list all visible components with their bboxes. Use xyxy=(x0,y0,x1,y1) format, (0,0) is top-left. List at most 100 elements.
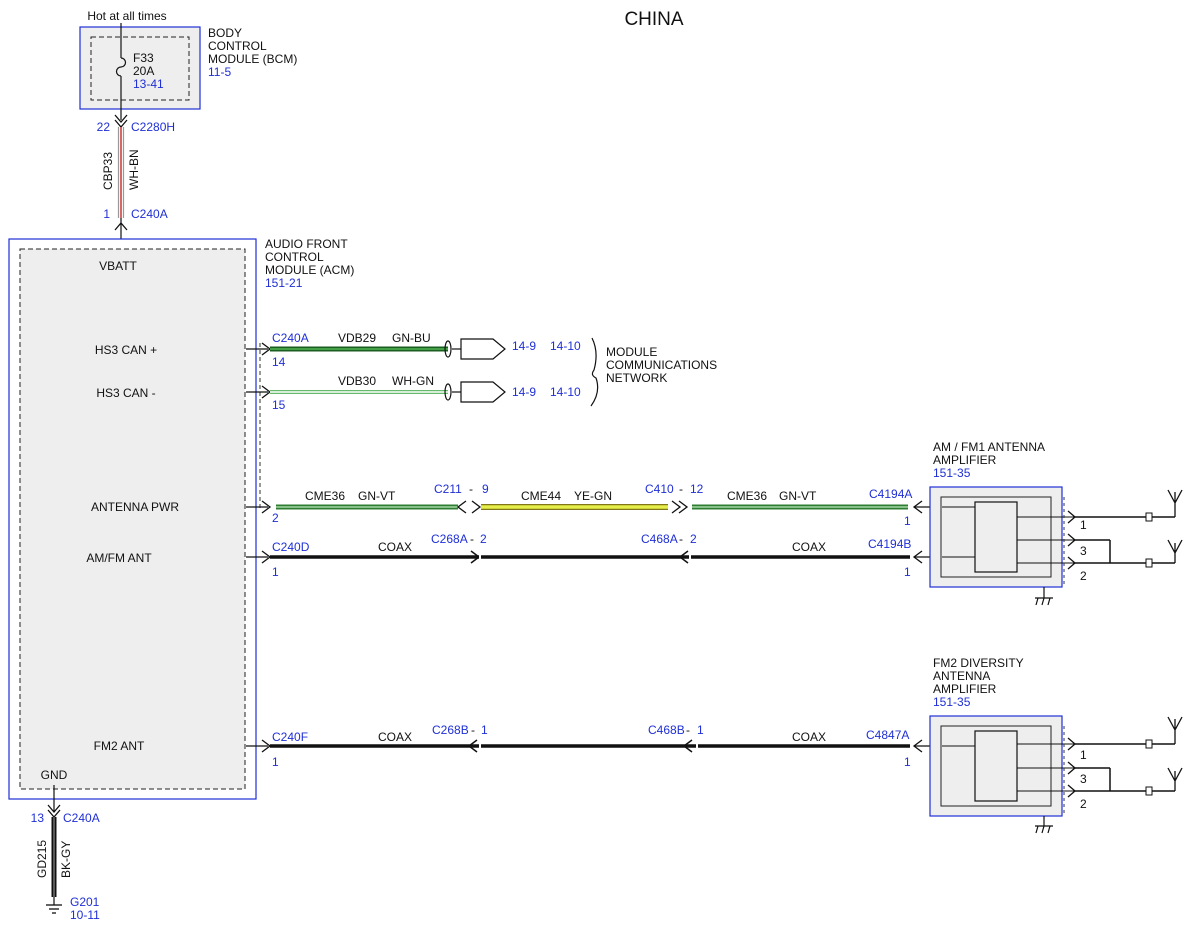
hot-at-all-times-label: Hot at all times xyxy=(87,9,166,23)
amp1-terminal-icon-2 xyxy=(1145,558,1153,568)
vdb29-circuit: VDB29 xyxy=(338,331,376,345)
c2280h-pin: 22 xyxy=(97,120,111,134)
wh-gn-color: WH-GN xyxy=(392,374,434,388)
cbp33-circuit: CBP33 xyxy=(101,152,115,190)
c211-connector-icon-2 xyxy=(471,500,482,514)
fm2-coax-left: COAX xyxy=(378,730,412,744)
can-minus-ref-a: 14-9 xyxy=(512,385,536,399)
can-plus-ref-b: 14-10 xyxy=(550,339,581,353)
amp2-name-line-3: AMPLIFIER xyxy=(933,682,997,696)
pin-antenna-pwr: ANTENNA PWR xyxy=(91,500,179,514)
acm-ref: 151-21 xyxy=(265,276,303,290)
antenna-pwr-connector-icon xyxy=(261,500,272,514)
pin-hs3-can-plus: HS3 CAN + xyxy=(95,343,157,357)
network-line-2: COMMUNICATIONS xyxy=(606,358,717,372)
antenna-icon-4 xyxy=(1167,767,1183,791)
diagram-title: CHINA xyxy=(624,9,683,30)
page-reference-arrow-icon xyxy=(460,338,506,360)
amp1-terminal-icon xyxy=(1145,512,1153,522)
network-line-1: MODULE xyxy=(606,345,657,359)
pin-amfm-ant: AM/FM ANT xyxy=(86,551,152,565)
bcm-name-line-1: BODY xyxy=(208,26,242,40)
can-plus-ref-a: 14-9 xyxy=(512,339,536,353)
amp1-pin-3: 3 xyxy=(1080,544,1087,558)
antenna-pwr-seg1-circuit: CME36 xyxy=(305,489,345,503)
amp1-ref: 151-35 xyxy=(933,466,971,480)
acm-name-line-2: CONTROL xyxy=(265,250,324,264)
amp2-pin-2: 2 xyxy=(1080,797,1087,811)
wh-bn-color: WH-BN xyxy=(127,149,141,190)
fuse-id: F33 xyxy=(133,51,154,65)
amfm-coax-right: COAX xyxy=(792,540,826,554)
c211-pin: 9 xyxy=(482,482,489,496)
c268a-pin: 2 xyxy=(480,532,487,546)
amp2-terminal-icon xyxy=(1145,739,1153,749)
amp2-ref: 151-35 xyxy=(933,695,971,709)
amp2-name-line-2: ANTENNA xyxy=(933,669,990,683)
c4194b-pin: 1 xyxy=(904,565,911,579)
can-connector-id: C240A xyxy=(272,331,309,345)
antenna-pwr-seg3-circuit: CME36 xyxy=(727,489,767,503)
twisted-pair-icon xyxy=(444,340,452,358)
brace-icon xyxy=(590,337,599,407)
pin-fm2-ant: FM2 ANT xyxy=(94,739,145,753)
c211-connector-icon xyxy=(456,500,467,514)
pin-gnd: GND xyxy=(41,768,68,782)
c4194b-id: C4194B xyxy=(868,537,911,551)
can-minus-ref-b: 14-10 xyxy=(550,385,581,399)
c4194a-id: C4194A xyxy=(869,487,912,501)
c240d-id: C240D xyxy=(272,540,310,554)
amp2-amplifier-icon xyxy=(974,730,1018,802)
amp2-terminal-icon-2 xyxy=(1145,786,1153,796)
amp2-name-line-1: FM2 DIVERSITY xyxy=(933,656,1024,670)
ground-point-ref: 10-11 xyxy=(70,908,100,922)
fuse-icon xyxy=(115,57,127,77)
c268b-connector-icon xyxy=(467,739,478,753)
amp2-pin-3: 3 xyxy=(1080,772,1087,786)
c211-id: C211 xyxy=(434,482,462,496)
bk-gy-color: BK-GY xyxy=(59,841,73,878)
network-line-3: NETWORK xyxy=(606,371,667,385)
c4847a-pin: 1 xyxy=(904,755,911,769)
c268a-id: C268A xyxy=(431,532,468,546)
gnd-conn-id: C240A xyxy=(63,811,100,825)
antenna-icon-3 xyxy=(1167,716,1183,744)
gd215-circuit: GD215 xyxy=(35,840,49,878)
antenna-icon-2 xyxy=(1167,539,1183,563)
c268b-id: C268B xyxy=(432,723,469,737)
c410-pin: 12 xyxy=(690,482,704,496)
c2280h-id: C2280H xyxy=(131,120,175,134)
chassis-ground-icon xyxy=(1035,587,1053,606)
acm-name-line-1: AUDIO FRONT xyxy=(265,237,348,251)
amp1-pin-1: 1 xyxy=(1080,518,1087,532)
bcm-name-line-3: MODULE (BCM) xyxy=(208,52,297,66)
acm-name-line-3: MODULE (ACM) xyxy=(265,263,354,277)
fuse-ref: 13-41 xyxy=(133,77,164,91)
fuse-rating: 20A xyxy=(133,64,154,78)
ground-point-id: G201 xyxy=(70,895,100,909)
connector-female-icon xyxy=(114,114,128,123)
antenna-pwr-seg2-color: YE-GN xyxy=(574,489,612,503)
twisted-pair-icon-2 xyxy=(444,383,452,401)
c240f-pin: 1 xyxy=(272,755,279,769)
amp2-pin-1: 1 xyxy=(1080,748,1087,762)
pin-hs3-can-minus: HS3 CAN - xyxy=(96,386,155,400)
page-reference-arrow-icon-2 xyxy=(460,381,506,403)
amfm-coax-left: COAX xyxy=(378,540,412,554)
amp1-amplifier-icon xyxy=(974,501,1018,573)
amp1-name-line-1: AM / FM1 ANTENNA xyxy=(933,440,1045,454)
bcm-module-box xyxy=(79,26,201,110)
pin-vbatt: VBATT xyxy=(99,259,137,273)
c240a-pin-1: 1 xyxy=(103,207,110,221)
amp1-pin-2: 2 xyxy=(1080,569,1087,583)
gnd-connector-icon xyxy=(47,804,61,813)
c410-connector-icon-2 xyxy=(678,500,689,514)
c4847a-id: C4847A xyxy=(866,728,909,742)
fm2-coax-right: COAX xyxy=(792,730,826,744)
c4194a-pin: 1 xyxy=(904,514,911,528)
antenna-pwr-seg2-circuit: CME44 xyxy=(521,489,561,503)
c410-dash: - xyxy=(679,482,683,496)
c468a-id: C468A xyxy=(641,532,678,546)
chassis-ground-icon-2 xyxy=(1035,816,1053,834)
c240d-pin: 1 xyxy=(272,565,279,579)
